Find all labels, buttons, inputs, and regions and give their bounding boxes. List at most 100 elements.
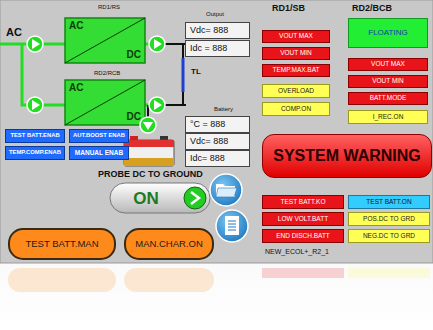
- converter-box: AC DC: [65, 18, 145, 63]
- screen-label: RD2/BCB: [352, 4, 392, 13]
- artwork-circle: [210, 174, 242, 206]
- indicator-text: TEST BATT.ENAB: [10, 133, 59, 139]
- command-button: TEST BATT.MAN: [8, 228, 116, 260]
- warning-banner: SYSTEM WARNING: [262, 134, 432, 178]
- indicator-text: TEMP.MAX.BAT: [272, 67, 319, 74]
- artwork-line: [65, 18, 145, 63]
- status-indicator: NEG.DC TO GRD: [348, 229, 430, 243]
- artwork-path: [43, 43, 65, 46]
- artwork-path: [216, 188, 237, 197]
- state-indicator: FLOATING: [348, 18, 428, 48]
- converter-rd1: [65, 18, 145, 63]
- converter-box: ACDC: [65, 80, 145, 125]
- value-display: Idc = 888: [185, 40, 250, 57]
- artwork-rect: [124, 140, 174, 166]
- status-indicator: OVERLOAD: [262, 84, 330, 98]
- artwork-rect: [262, 268, 344, 278]
- indicator-text: Idc = 888: [190, 44, 227, 53]
- screen-label: Battery: [214, 106, 233, 112]
- indicator-text: AUT.BOOST ENAB: [73, 133, 125, 139]
- indicator-text: COMP.ON: [281, 106, 311, 113]
- artwork-rect: [124, 140, 174, 147]
- indicator-text: END DISCH.BATT: [276, 233, 330, 240]
- indicator-text: POS.DC TO GRD: [363, 216, 415, 223]
- artwork-rect: [348, 268, 430, 278]
- artwork-path: [154, 100, 162, 110]
- enable-button: TEST BATT.ENAB: [5, 129, 65, 143]
- artwork-circle: [140, 117, 156, 133]
- artwork-rect: [65, 18, 145, 63]
- converter-label: DC: [127, 50, 141, 60]
- artwork-path: [191, 192, 199, 204]
- indicator-text: TEST BATT.KO: [281, 199, 326, 206]
- artwork-line: [65, 80, 145, 125]
- artwork-path: [182, 58, 185, 92]
- indicator-text: BATT.MODE: [370, 95, 407, 102]
- screen-label: PROBE DC TO GROUND: [98, 170, 203, 179]
- converter-label: AC: [69, 21, 83, 31]
- toggle-switch: [110, 183, 210, 213]
- artwork-circle: [27, 36, 43, 52]
- command-button: MAN.CHAR.ON: [124, 228, 214, 260]
- artwork-path: [182, 44, 184, 58]
- alarm-indicator: VOUT MAX: [262, 30, 330, 43]
- alarm-indicator: TEST BATT.KO: [262, 195, 344, 209]
- indicator-text: OVERLOAD: [278, 88, 314, 95]
- artwork-circle: [216, 210, 248, 242]
- artwork-path: [43, 104, 65, 107]
- status-indicator: COMP.ON: [262, 102, 330, 116]
- alarm-indicator: VOUT MIN: [262, 47, 330, 60]
- document-icon: [216, 210, 248, 242]
- alarm-indicator: TEMP.MAX.BAT: [262, 64, 330, 77]
- screen-panel: [0, 0, 433, 263]
- screen-label: AC: [6, 27, 22, 38]
- artwork-path: [182, 92, 184, 105]
- status-indicator: I_REC.ON: [348, 110, 428, 124]
- converter-rd2: [65, 80, 145, 125]
- indicator-text: Vdc= 888: [190, 137, 228, 146]
- artwork-path: [143, 122, 153, 130]
- screen-label: NEW_ECOL+_R2_1: [265, 248, 329, 255]
- alarm-indicator: LOW VOLT.BATT: [262, 212, 344, 226]
- alarm-indicator: END DISCH.BATT: [262, 229, 344, 243]
- screen-label: RD1/RS: [98, 4, 120, 10]
- flow-indicators: [27, 36, 165, 133]
- indicator-text: TEST BATT.MAN: [25, 239, 98, 249]
- indicator-text: TEST BATT.ON: [366, 199, 411, 206]
- indicator-text: °C = 888: [190, 120, 225, 129]
- toggle-switch: ON: [113, 185, 179, 211]
- folder-icon: [210, 174, 242, 206]
- artwork-circle: [149, 36, 165, 52]
- converter-label: AC: [69, 83, 83, 93]
- indicator-text: ON: [133, 190, 159, 207]
- value-display: Idc= 888: [185, 150, 250, 167]
- indicator-text: LOW VOLT.BATT: [278, 216, 328, 223]
- artwork-rect: [124, 158, 174, 166]
- artwork-rect: [110, 183, 210, 213]
- enable-button: MANUAL ENAB: [69, 146, 129, 160]
- enable-button: AUT.BOOST ENAB: [69, 129, 129, 143]
- indicator-text: Vdc= 888: [190, 26, 228, 35]
- artwork-path: [228, 221, 236, 230]
- indicator-text: I_REC.ON: [373, 114, 404, 121]
- artwork-path: [32, 39, 40, 49]
- indicator-text: MANUAL ENAB: [75, 150, 123, 157]
- reflection: [8, 268, 430, 292]
- alarm-indicator: BATT.MODE: [348, 92, 428, 105]
- artwork-path: [154, 39, 162, 49]
- battery-symbol: [124, 136, 174, 166]
- status-indicator: TEST BATT.ON: [348, 195, 430, 209]
- alarm-indicator: VOUT MAX: [348, 58, 428, 71]
- indicator-text: FLOATING: [368, 29, 407, 37]
- indicator-text: VOUT MAX: [371, 61, 405, 68]
- indicator-text: VOUT MIN: [372, 78, 404, 85]
- artwork-path: [32, 100, 40, 110]
- indicator-text: NEG.DC TO GRD: [363, 233, 415, 240]
- artwork-rect: [124, 268, 214, 292]
- screen-label: Output: [206, 11, 224, 17]
- value-display: Vdc= 888: [185, 133, 250, 150]
- artwork-circle: [27, 97, 43, 113]
- artwork-rect: [225, 216, 239, 235]
- value-display: °C = 888: [185, 116, 250, 133]
